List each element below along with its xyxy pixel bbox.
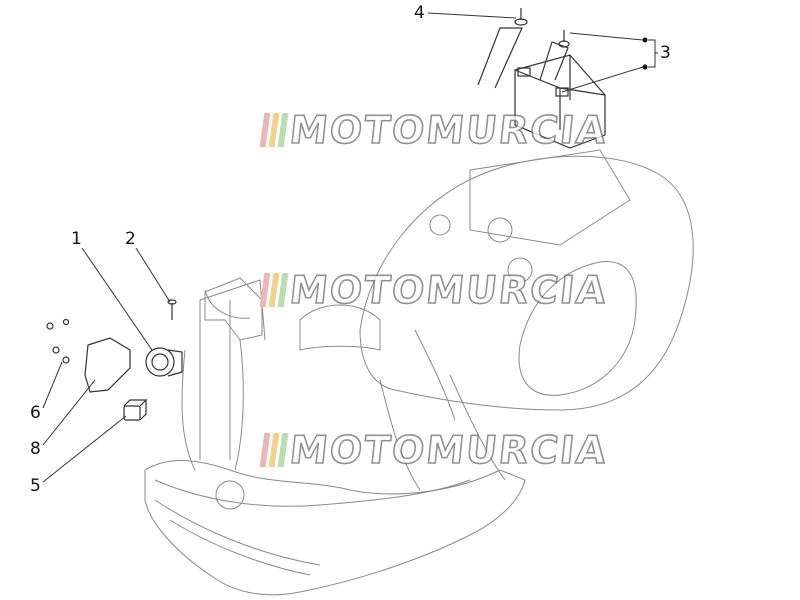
callout-label-1: 1 <box>71 229 82 249</box>
leader-5 <box>42 415 127 483</box>
callout-label-8: 8 <box>30 439 41 459</box>
frame-port-3 <box>507 257 533 283</box>
bolt-part-4 <box>514 8 528 26</box>
glovebox-opening <box>299 304 381 351</box>
battery-box <box>514 54 606 149</box>
callout-label-3: 3 <box>660 43 671 63</box>
callout-label-2: 2 <box>125 229 136 249</box>
watermark-bottom: MOTOMURCIA <box>259 427 611 473</box>
under-shell-lines <box>154 499 321 576</box>
frame-port-2 <box>487 217 513 243</box>
callout-label-4: 4 <box>414 3 425 23</box>
frame-tunnel <box>379 329 506 491</box>
leader-4 <box>427 12 517 19</box>
horn-bracket <box>84 337 131 393</box>
leader-8 <box>42 379 96 446</box>
relay-part-5 <box>123 405 141 421</box>
leader-3b <box>561 66 644 93</box>
frame-port-1 <box>429 214 451 236</box>
steering-column <box>199 279 266 460</box>
watermark-middle: MOTOMURCIA <box>259 267 611 313</box>
leader-1 <box>81 247 153 351</box>
battery-terminal-1 <box>517 67 531 77</box>
side-panel-outline <box>359 155 694 411</box>
horn-inner <box>151 353 169 371</box>
leader-3a <box>569 32 644 41</box>
battery-terminal-2 <box>555 87 569 97</box>
leader-6 <box>42 361 63 409</box>
leader-2 <box>135 247 171 303</box>
screw-4 <box>62 356 70 364</box>
watermark-top: MOTOMURCIA <box>259 107 611 153</box>
seat-compartment <box>469 149 631 246</box>
leader-3-bracket <box>648 39 658 68</box>
battery-strap <box>477 27 569 89</box>
side-panel-inner <box>518 261 637 396</box>
scooter-frame-outline <box>144 460 526 596</box>
screw-3 <box>52 346 60 354</box>
horn-body <box>167 349 183 377</box>
headset-hole <box>215 480 245 510</box>
screw-2 <box>62 318 70 326</box>
callout-label-5: 5 <box>30 476 41 496</box>
leg-shield-outline <box>181 289 251 471</box>
callout-label-6: 6 <box>30 403 41 423</box>
screw-1 <box>46 322 54 330</box>
front-bracket <box>204 277 263 341</box>
bolt-part-3 <box>558 30 570 48</box>
floorboard-outline <box>154 479 471 507</box>
horn-outer <box>145 347 175 377</box>
